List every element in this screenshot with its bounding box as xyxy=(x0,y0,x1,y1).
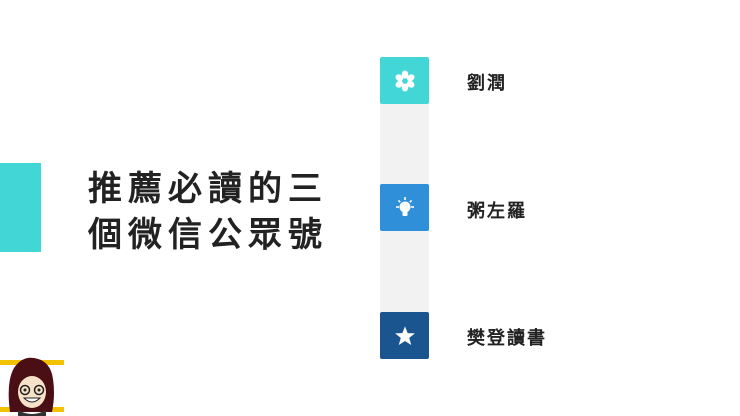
item-2-label: 粥左羅 xyxy=(467,201,527,222)
item-1-label: 劉潤 xyxy=(467,73,507,94)
star-icon xyxy=(394,325,415,345)
lightbulb-icon xyxy=(395,196,414,216)
item-3-label: 樊登讀書 xyxy=(467,328,547,349)
title-line-2: 個微信公眾號 xyxy=(88,215,328,255)
page-title: 推薦必讀的三 個微信公眾號 xyxy=(88,166,328,258)
avatar xyxy=(0,357,64,416)
accent-bar xyxy=(0,163,41,252)
item-1-icon-box xyxy=(380,57,429,104)
flower-icon xyxy=(394,69,415,92)
item-3-icon-box xyxy=(380,312,429,359)
item-2-icon-box xyxy=(380,184,429,231)
title-line-1: 推薦必讀的三 xyxy=(88,169,328,209)
